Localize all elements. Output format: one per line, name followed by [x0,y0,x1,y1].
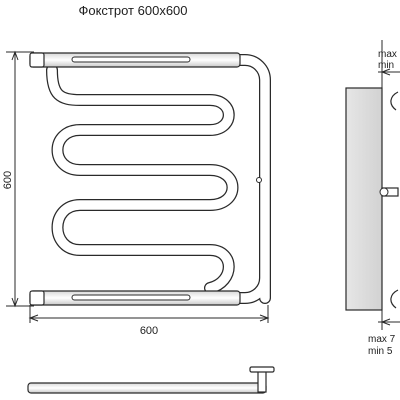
side-bottom-max: max 7 [368,334,396,345]
drawing-title: Фокстрот 600х600 [78,3,187,18]
side-rail-profile [390,91,399,309]
mount-hole [256,177,262,183]
side-view: max min max 7 min 5 [345,40,400,357]
top-bar-slot [71,56,191,63]
width-label: 600 [140,325,158,337]
side-bottom-min: min 5 [368,346,393,357]
width-dimension: 600 [28,305,270,337]
bottom-bar-slot [71,294,191,301]
wall [345,87,383,311]
side-top-min: min [378,60,394,71]
height-label: 600 [2,171,14,189]
side-top-max: max [378,49,397,60]
front-view [29,52,271,306]
left-connector-top [29,52,45,68]
left-connector-bottom [29,290,45,306]
side-bracket-nut [379,187,389,197]
height-dimension: 600 [2,50,34,308]
top-view-post [257,369,267,393]
top-view-bar [27,382,267,394]
top-view-flange [249,366,275,373]
serpentine-tube-inner [37,55,270,303]
top-view [27,366,275,394]
